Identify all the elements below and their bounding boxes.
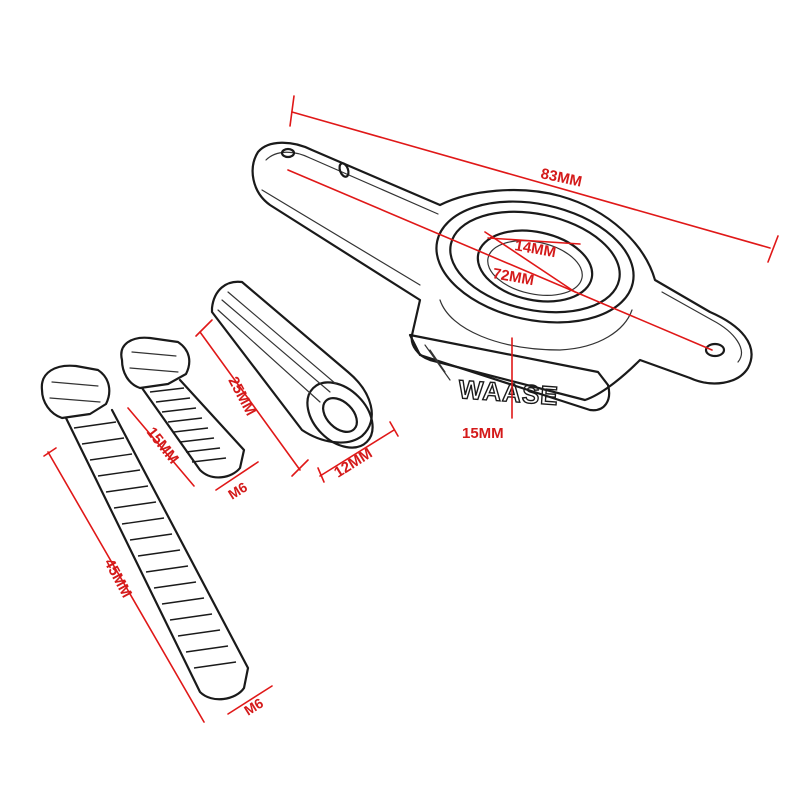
- spacer: [210, 280, 374, 449]
- label-83mm: 83MM: [539, 165, 583, 190]
- label-12mm: 12MM: [331, 445, 375, 482]
- label-14mm: 14MM: [513, 237, 557, 261]
- brand-logo-text: WAASE: [458, 374, 560, 411]
- short-bolt: [120, 336, 246, 479]
- label-72mm: 72MM: [491, 265, 535, 289]
- label-25mm: 25MM: [224, 374, 259, 419]
- label-m6-long: M6: [241, 695, 266, 719]
- dimension-lines: [43, 95, 779, 723]
- label-45mm: 45MM: [100, 556, 135, 601]
- slider-plate: [251, 141, 753, 412]
- label-15mm-bolt: 15MM: [143, 424, 182, 467]
- label-15mm-plate: 15MM: [462, 425, 504, 442]
- long-bolt: [40, 364, 250, 701]
